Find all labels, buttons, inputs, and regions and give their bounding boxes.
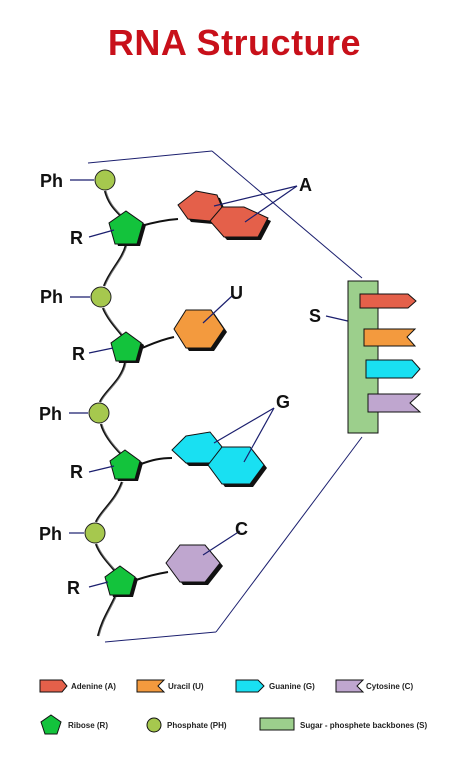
guanine-flag (365, 359, 421, 379)
uracil-base (173, 309, 227, 351)
legend-item-cytosine: Cytosine (C) (335, 679, 413, 693)
legend-item-adenine: Adenine (A) (39, 679, 116, 693)
phosphate-circle (88, 402, 110, 424)
legend-label-adenine: Adenine (A) (71, 682, 116, 691)
ribose-label: R (72, 344, 85, 364)
phosphate-label: Ph (40, 287, 63, 307)
phosphate-circle (84, 522, 106, 544)
guanine-swatch (235, 679, 265, 693)
adenine-flag (359, 293, 417, 309)
phosphate-circle (90, 286, 112, 308)
cytosine-base (165, 544, 223, 585)
guanine-label: G (276, 392, 290, 412)
backbone-strand-highlight (96, 190, 128, 637)
legend-label-ribose: Ribose (R) (68, 721, 108, 730)
phosphate-label: Ph (40, 171, 63, 191)
legend-item-backbone: Sugar - phosphete backbones (S) (259, 717, 427, 731)
cytosine-swatch (335, 679, 365, 693)
uracil-swatch (136, 679, 166, 693)
phosphate-label: Ph (39, 524, 62, 544)
ribose-label: R (70, 462, 83, 482)
ribose-group (104, 210, 146, 597)
page-title: RNA Structure (107, 22, 362, 63)
glycosidic-links (135, 218, 179, 581)
adenine-base (177, 190, 271, 240)
phosphate-swatch (146, 717, 162, 733)
cytosine-label: C (235, 519, 248, 539)
ribose-label: R (67, 578, 80, 598)
ribose-pentagon (104, 565, 138, 597)
legend-label-phosphate: Phosphate (PH) (167, 721, 227, 730)
cytosine-flag (367, 393, 422, 413)
ribose-label: R (70, 228, 83, 248)
legend-item-ribose: Ribose (R) (40, 714, 108, 735)
backbone-swatch (259, 717, 295, 731)
guanine-base (171, 431, 267, 487)
zoom-outline (87, 150, 363, 643)
legend-item-uracil: Uracil (U) (136, 679, 204, 693)
backbone-label: S (309, 306, 321, 326)
component-labels: Ph R Ph R Ph R Ph R A U G C S (39, 171, 321, 598)
ribose-pentagon (110, 331, 144, 363)
uracil-label: U (230, 283, 243, 303)
legend-label-backbone: Sugar - phosphete backbones (S) (300, 721, 427, 730)
ribose-pentagon (108, 210, 146, 246)
legend-label-cytosine: Cytosine (C) (366, 682, 413, 691)
phosphate-circle (94, 169, 116, 191)
backbone-inset (347, 280, 422, 434)
adenine-label: A (299, 175, 312, 195)
phosphate-label: Ph (39, 404, 62, 424)
legend-label-guanine: Guanine (G) (269, 682, 315, 691)
legend-item-guanine: Guanine (G) (235, 679, 315, 693)
legend-item-phosphate: Phosphate (PH) (146, 717, 227, 733)
backbone-strand (94, 190, 128, 637)
label-pointers (69, 179, 353, 588)
legend-label-uracil: Uracil (U) (168, 682, 204, 691)
ribose-swatch (40, 714, 62, 735)
legend: Adenine (A) Uracil (U) Guanine (G) Cytos… (39, 679, 427, 735)
ribose-pentagon (109, 449, 143, 481)
phosphate-group (84, 169, 116, 544)
uracil-flag (363, 328, 417, 347)
adenine-swatch (39, 679, 68, 693)
